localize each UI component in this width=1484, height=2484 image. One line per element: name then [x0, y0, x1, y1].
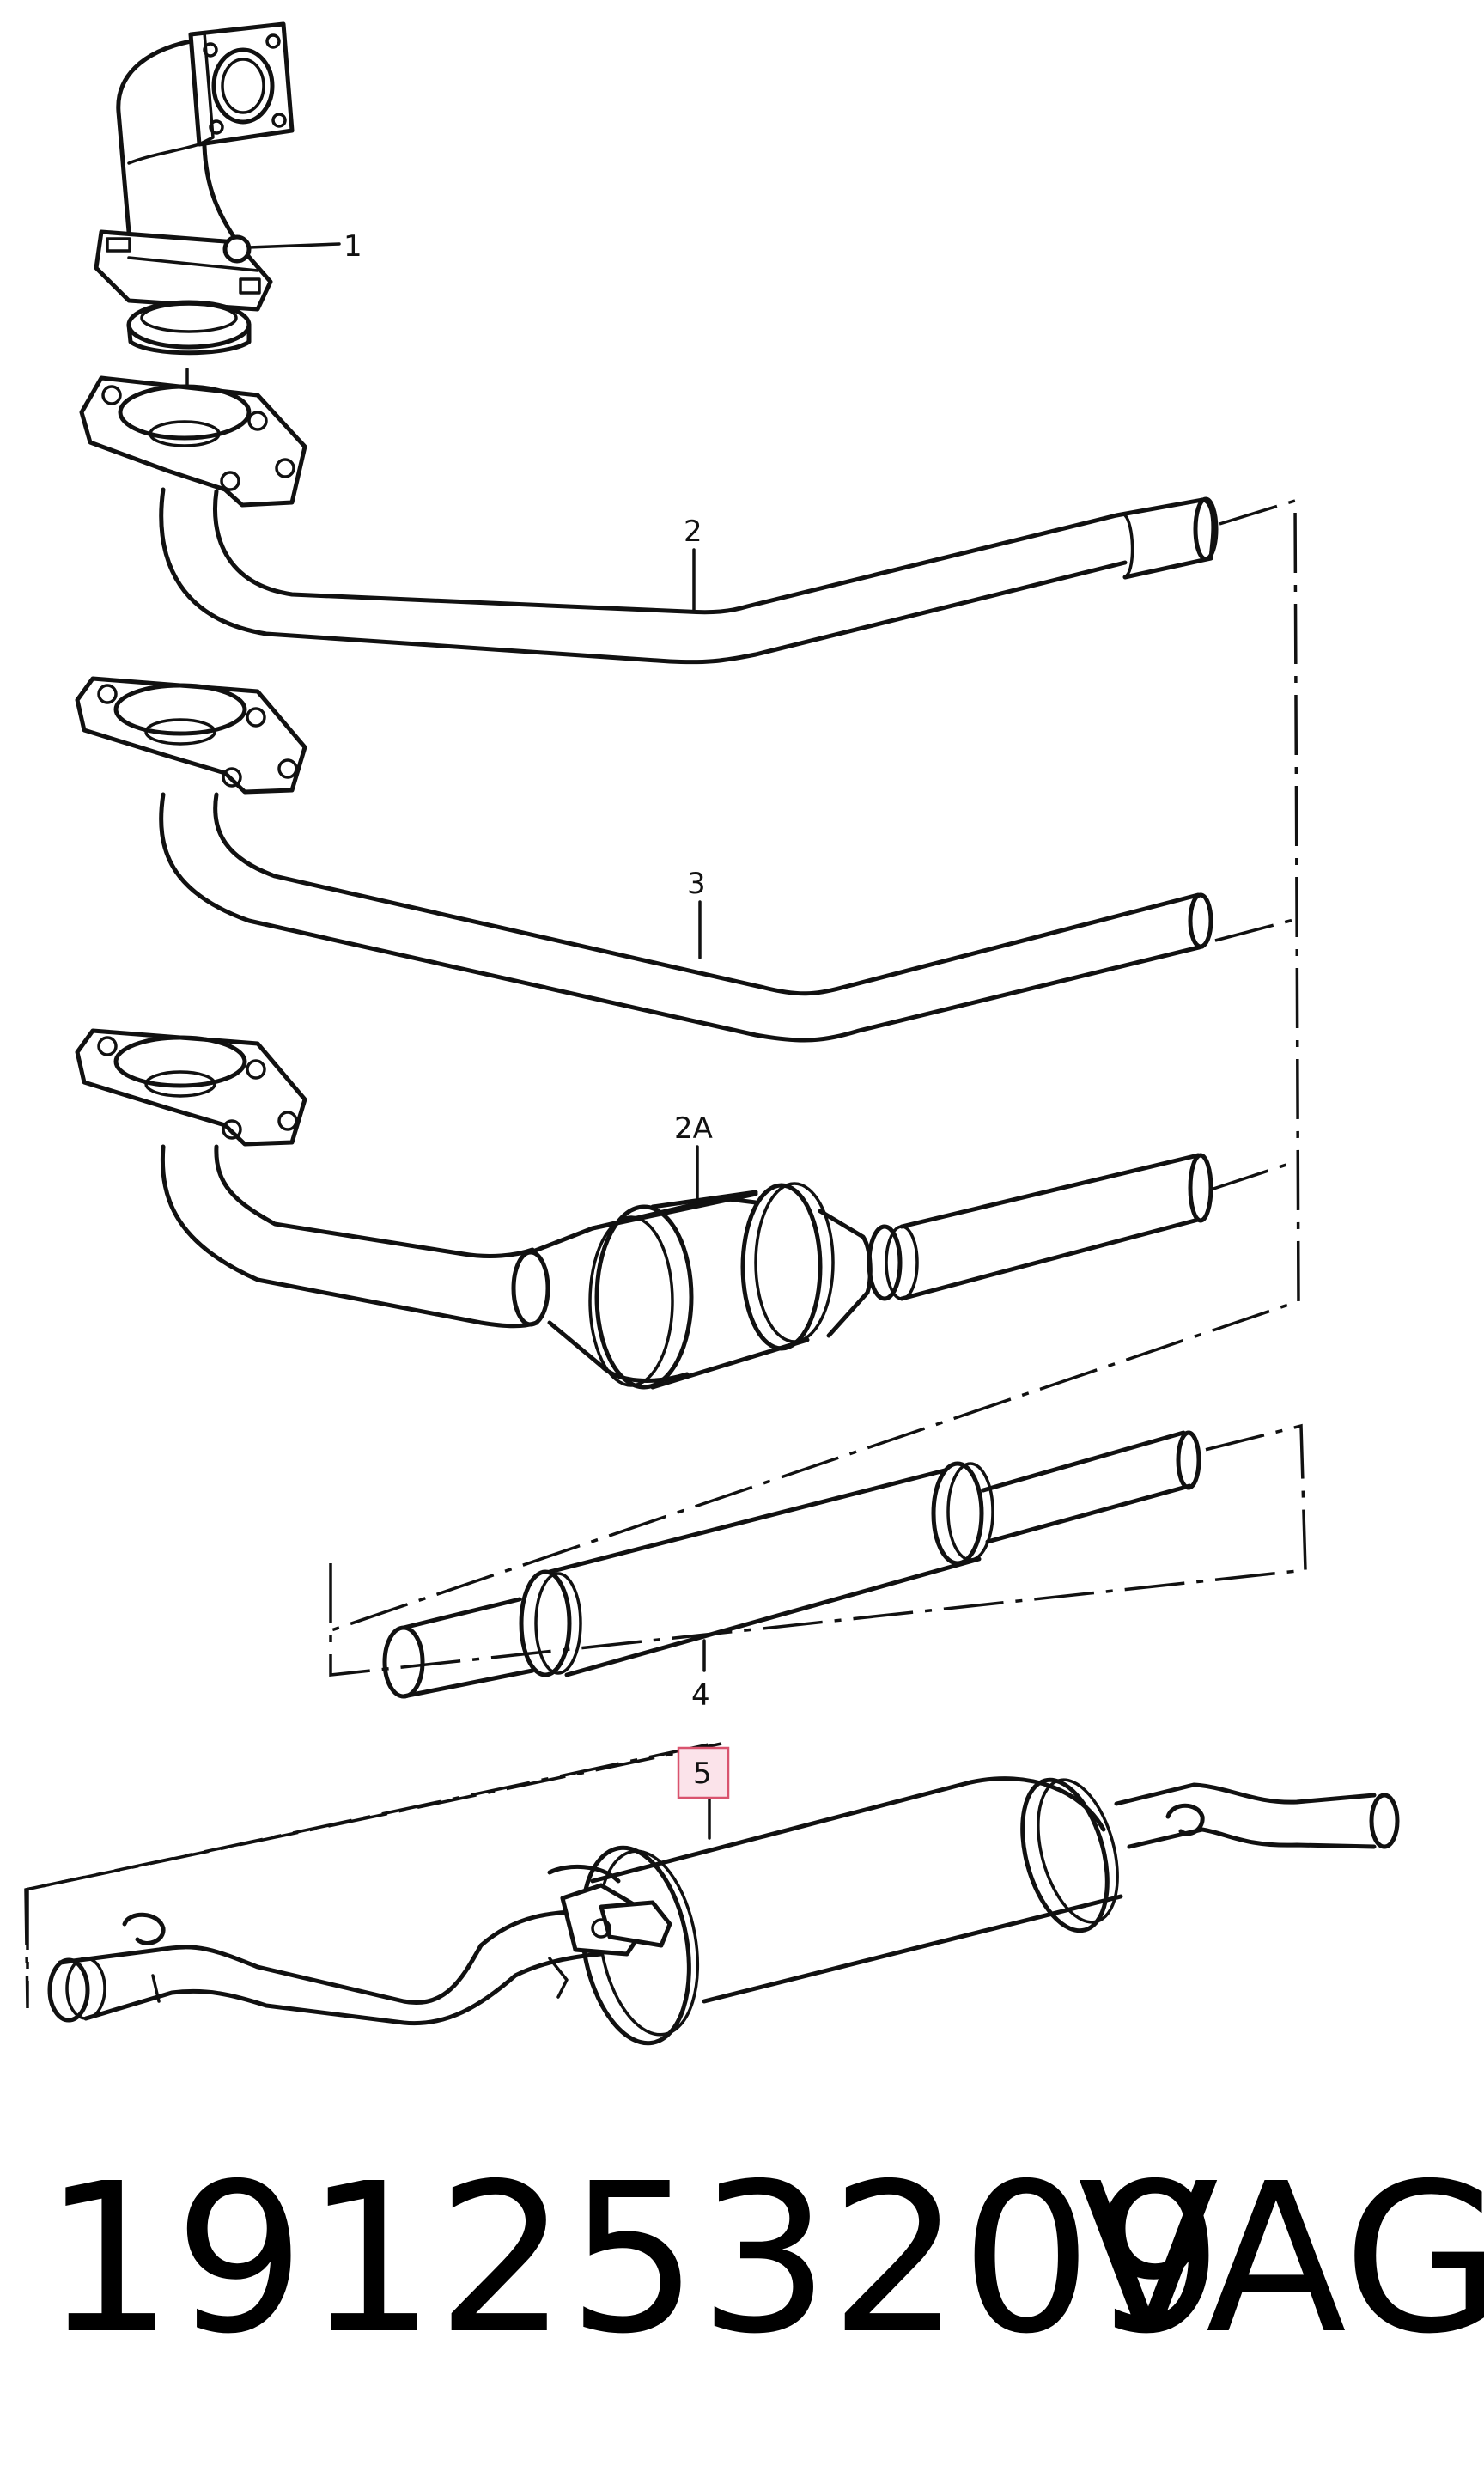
part-1-elbow-pipe [94, 21, 341, 423]
footer: 191253209 VAG [43, 2130, 1484, 2388]
callout-4: 4 [691, 1678, 710, 1713]
part-2-front-pipe [79, 375, 1219, 665]
part-5-rear-muffler [24, 1742, 1400, 2046]
callout-1: 1 [344, 229, 362, 264]
callout-2a: 2A [674, 1111, 713, 1146]
brand-label: VAG [1078, 2139, 1484, 2379]
callout-3: 3 [687, 867, 706, 901]
callout-5-highlight [677, 1746, 730, 1799]
part-3-front-pipe [75, 676, 1213, 1043]
part-4-center-muffler [329, 1423, 1307, 1699]
part-number: 191253209 [43, 2139, 1224, 2379]
part-2a-catalytic-converter-pipe [75, 1028, 1213, 1390]
callout-2: 2 [684, 514, 702, 549]
callout-5: 5 [693, 1756, 712, 1791]
dashed-connectors-upper [325, 498, 1300, 1634]
